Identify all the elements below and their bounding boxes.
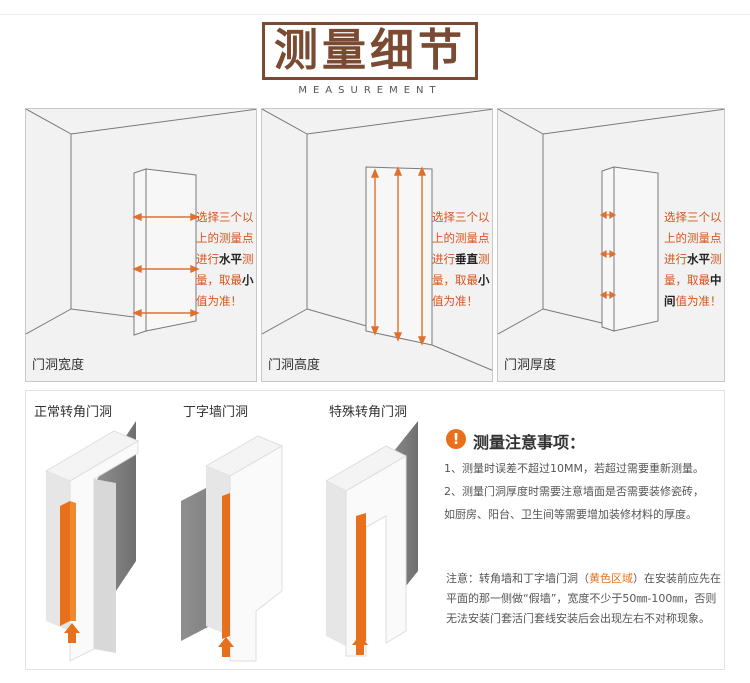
note-text: 测量，取最: [196, 252, 254, 287]
note-bold: 小: [242, 273, 254, 287]
note-text: 值为准！: [196, 294, 242, 308]
notice-title: 测量注意事项：: [473, 433, 586, 452]
panel-door-height: 选择三个以上的测量点进行垂直测量，取最小值为准！ 门洞高度: [261, 108, 493, 382]
door-height-note: 选择三个以上的测量点进行垂直测量，取最小值为准！: [432, 207, 490, 312]
note-text: 值为准！: [675, 294, 722, 308]
note-text: 选择三个以上的测量点进行: [432, 210, 490, 266]
door-thickness-caption: 门洞厚度: [504, 358, 557, 373]
page-title: 测量细节: [274, 25, 466, 76]
title-frame: 测量细节: [262, 22, 478, 80]
note-bold: 垂直: [455, 252, 478, 266]
door-type-label-special-corner: 特殊转角门洞: [329, 405, 408, 420]
special-corner-door-figure: [324, 421, 418, 657]
note-text: 测量，取最: [664, 252, 722, 287]
remark-text: ）在安装前应先在平面的那一侧做“假墙”，宽度不少于50㎜-100㎜，否则无法安装…: [446, 572, 721, 625]
note-text: 选择三个以上的测量点进行: [196, 210, 254, 266]
door-height-illustration: [262, 109, 492, 371]
door-width-caption: 门洞宽度: [32, 358, 85, 373]
door-width-note: 选择三个以上的测量点进行水平测量，取最小值为准！: [196, 207, 254, 312]
door-width-illustration: [26, 109, 256, 336]
top-rule: [0, 14, 750, 15]
note-bold: 水平: [219, 252, 242, 266]
normal-corner-door-figure: [44, 421, 140, 662]
panel-door-width: 选择三个以上的测量点进行水平测量，取最小值为准！ 门洞宽度: [25, 108, 257, 382]
note-bold: 中间: [664, 273, 722, 308]
subtitle-wrap: MEASUREMENT: [262, 82, 478, 98]
note-text: 测量，取最: [432, 252, 490, 287]
door-type-label-normal-corner: 正常转角门洞: [34, 405, 113, 420]
notice-item: 2、测量门洞厚度时需要注意墙面是否需要装修瓷砖，: [444, 485, 704, 498]
notice-item: 如厨房、阳台、卫生间等需要增加装修材料的厚度。: [444, 508, 697, 521]
note-bold: 小: [478, 273, 490, 287]
warning-icon: !: [446, 429, 466, 449]
door-thickness-illustration: [498, 109, 724, 335]
door-types-illustration: [44, 421, 418, 662]
notice-remark: 注意：转角墙和丁字墙门洞（黄色区域）在安装前应先在平面的那一侧做“假墙”，宽度不…: [446, 569, 722, 629]
remark-text: 注意：转角墙和丁字墙门洞（: [446, 572, 589, 585]
notice-list: 1、测量时误差不超过10MM，若超过需要重新测量。 2、测量门洞厚度时需要注意墙…: [444, 457, 722, 526]
t-wall-door-figure: [181, 435, 284, 662]
note-text: 值为准！: [432, 294, 478, 308]
remark-highlight: 黄色区域: [589, 572, 633, 585]
door-height-caption: 门洞高度: [268, 358, 321, 373]
door-thickness-note: 选择三个以上的测量点进行水平测量，取最中间值为准！: [664, 207, 722, 312]
notice-item: 1、测量时误差不超过10MM，若超过需要重新测量。: [444, 462, 704, 475]
panel-door-thickness: 选择三个以上的测量点进行水平测量，取最中间值为准！ 门洞厚度: [497, 108, 725, 382]
page-subtitle: MEASUREMENT: [298, 84, 442, 96]
note-bold: 水平: [687, 252, 710, 266]
note-text: 选择三个以上的测量点进行: [664, 210, 722, 266]
door-types-section: 正常转角门洞 丁字墙门洞 特殊转角门洞: [25, 390, 725, 670]
door-type-label-t-wall: 丁字墙门洞: [183, 405, 249, 420]
